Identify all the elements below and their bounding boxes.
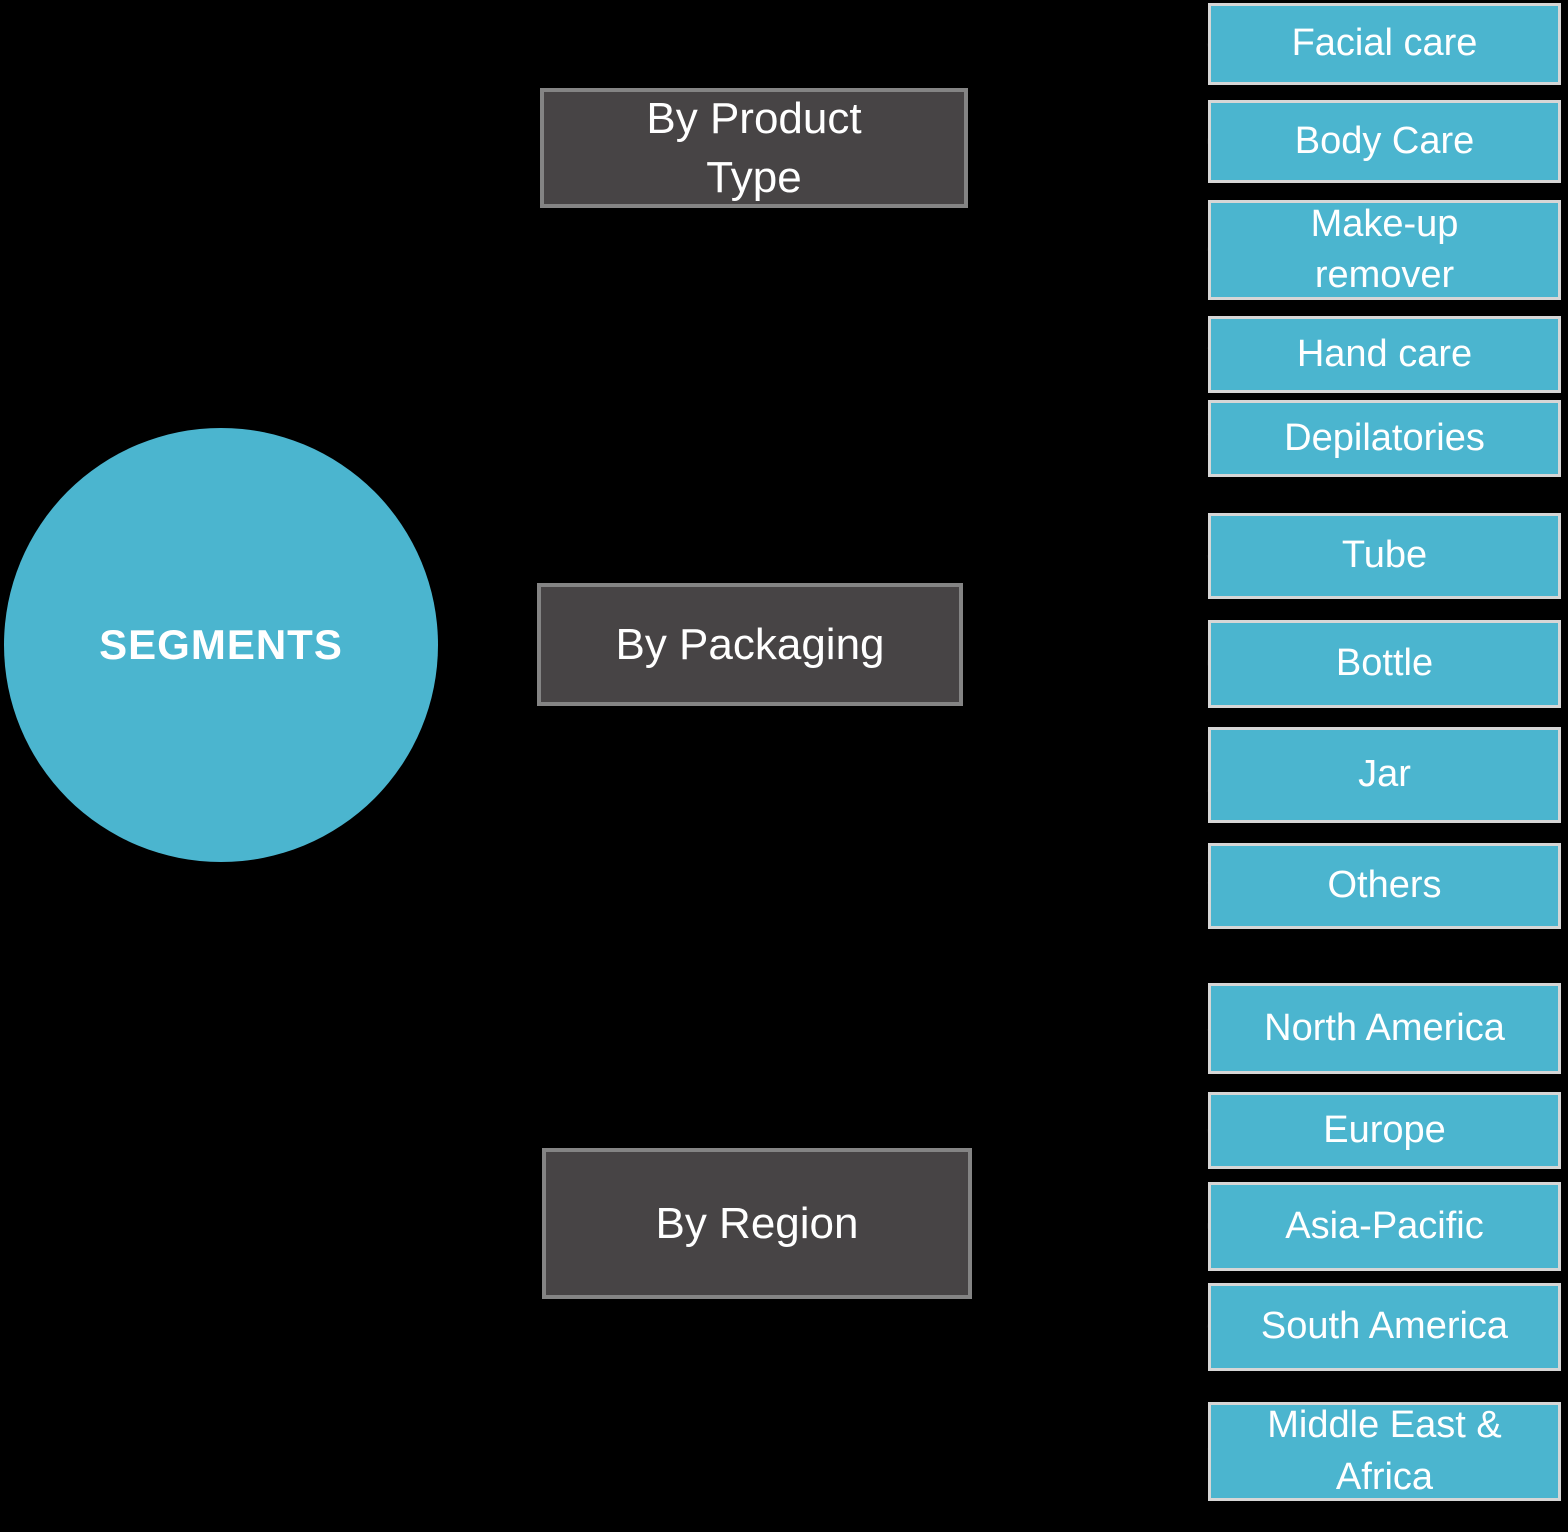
- leaf-label-tube: Tube: [1341, 534, 1428, 577]
- leaf-label-north-america: North America: [1264, 1006, 1505, 1049]
- connector-packaging-bottle: [950, 643, 1214, 666]
- leaf-label-body-care: Body Care: [1294, 119, 1475, 162]
- connector-region-europe: [959, 1128, 1214, 1224]
- leaf-box-hand-care: Hand care: [1208, 316, 1561, 393]
- connector-packaging-tube: [950, 554, 1214, 647]
- leaf-box-north-america: North America: [1208, 983, 1561, 1074]
- segments-circle: SEGMENTS: [4, 428, 438, 862]
- leaf-box-facial-care: Facial care: [1208, 3, 1561, 85]
- leaf-label-bottle: Bottle: [1335, 642, 1434, 685]
- leaf-label-south-america: South America: [1260, 1305, 1509, 1348]
- leaf-label-middle-east-africa: Middle East & Africa: [1267, 1404, 1502, 1498]
- leaf-box-middle-east-africa: Middle East & Africa: [1208, 1402, 1561, 1501]
- category-box-packaging: By Packaging: [537, 583, 963, 706]
- category-box-region: By Region: [542, 1148, 972, 1299]
- connector-product-body: [955, 138, 1214, 150]
- leaf-box-asia-pacific: Asia-Pacific: [1208, 1182, 1561, 1271]
- leaf-box-others: Others: [1208, 843, 1561, 929]
- connector-product-depilatories: [955, 147, 1214, 438]
- category-label-product-type: By Product Type: [646, 93, 862, 202]
- leaf-box-jar: Jar: [1208, 727, 1561, 823]
- connector-hub-region: [418, 691, 552, 1223]
- leaf-box-depilatories: Depilatories: [1208, 400, 1561, 477]
- leaf-label-hand-care: Hand care: [1296, 332, 1473, 375]
- leaf-label-facial-care: Facial care: [1291, 22, 1478, 65]
- connector-region-south-america: [959, 1220, 1214, 1329]
- leaf-box-south-america: South America: [1208, 1283, 1561, 1371]
- connector-region-mea: [959, 1221, 1214, 1452]
- leaf-label-asia-pacific: Asia-Pacific: [1285, 1204, 1484, 1247]
- segments-label: SEGMENTS: [99, 621, 343, 668]
- leaf-box-bottle: Bottle: [1208, 620, 1561, 708]
- connector-region-asia-pacific: [959, 1220, 1214, 1229]
- leaf-label-jar: Jar: [1358, 753, 1411, 796]
- category-box-product-type: By Product Type: [540, 88, 968, 208]
- connector-packaging-others: [950, 644, 1214, 886]
- connector-hub-product-type: [418, 147, 549, 601]
- connector-region-north-america: [959, 1027, 1214, 1223]
- leaf-box-europe: Europe: [1208, 1092, 1561, 1169]
- leaf-label-depilatories: Depilatories: [1284, 416, 1485, 459]
- leaf-label-europe: Europe: [1323, 1108, 1446, 1151]
- leaf-label-others: Others: [1327, 864, 1442, 907]
- connector-product-facial: [955, 42, 1214, 150]
- connector-packaging-jar: [950, 643, 1214, 794]
- leaf-box-tube: Tube: [1208, 513, 1561, 599]
- leaf-box-body-care: Body Care: [1208, 100, 1561, 183]
- connector-hub-packaging: [436, 642, 547, 649]
- connector-product-makeup: [955, 146, 1214, 252]
- leaf-label-makeup-remover: Make-up remover: [1310, 202, 1459, 296]
- category-label-region: By Region: [655, 1198, 859, 1248]
- leaf-box-makeup-remover: Make-up remover: [1208, 200, 1561, 300]
- connector-product-hand: [955, 147, 1214, 351]
- category-label-packaging: By Packaging: [615, 619, 885, 669]
